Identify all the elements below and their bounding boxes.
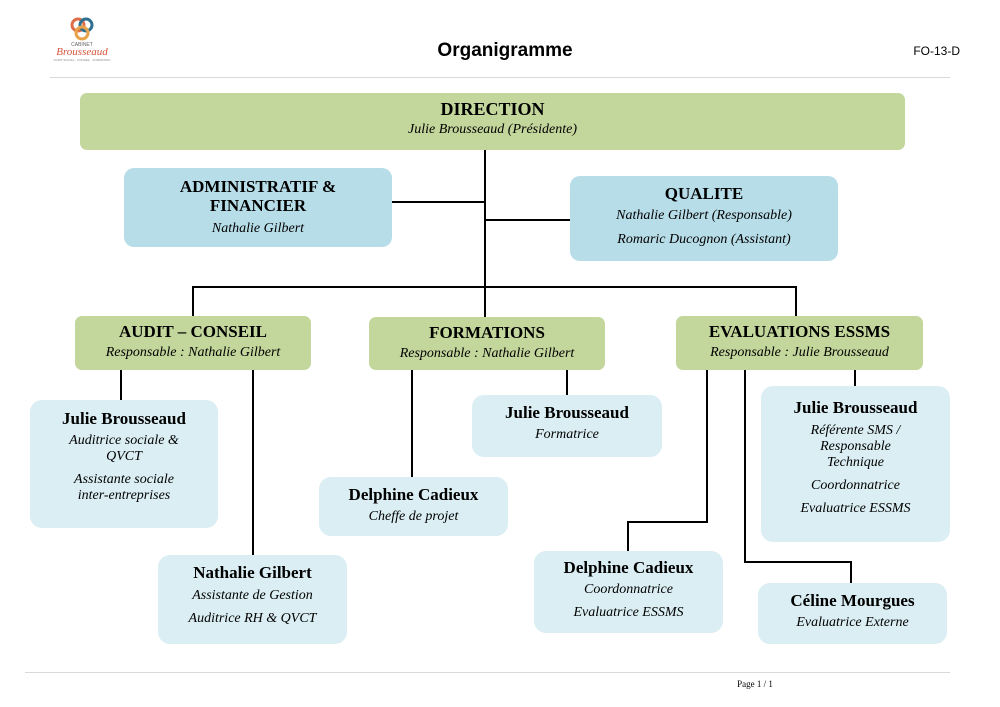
member-role: Référente SMS / [810,423,901,438]
connector-audit-member1 [120,370,122,400]
direction-box: DIRECTION Julie Brousseaud (Présidente) [80,93,905,150]
member-card: Delphine Cadieux Cheffe de projet [319,477,508,536]
member-role: Cheffe de projet [368,509,459,524]
evaluations-title: EVALUATIONS ESSMS [708,322,891,341]
admin-title-line2: FINANCIER [209,196,307,215]
member-role: Responsable [820,439,891,454]
audit-title: AUDIT – CONSEIL [118,322,267,341]
logo-top-text: CABINET [71,42,93,48]
member-role: Evaluatrice Externe [796,615,909,630]
connector-qualite [485,219,571,221]
member-card: Céline Mourgues Evaluatrice Externe [758,583,947,644]
member-role: Assistante de Gestion [192,588,313,603]
qualite-box: QUALITE Nathalie Gilbert (Responsable) R… [570,176,838,261]
connector-formations-member2 [411,370,413,477]
member-card: Julie Brousseaud Référente SMS / Respons… [761,386,950,542]
connector-audit-drop [192,286,194,316]
connector-evaluations-member1 [854,370,856,386]
header-divider [50,77,950,78]
member-role: inter-entreprises [77,488,171,503]
formations-responsible: Responsable : Nathalie Gilbert [399,346,575,361]
connector-evaluations-member3-vertical [744,370,746,562]
connector-evaluations-member2-vertical [706,370,708,523]
member-card: Julie Brousseaud Formatrice [472,395,662,457]
evaluations-essms-box: EVALUATIONS ESSMS Responsable : Julie Br… [676,316,923,370]
connector-departments-bar [192,286,797,288]
direction-title: DIRECTION [440,99,545,119]
member-card: Delphine Cadieux Coordonnatrice Evaluatr… [534,551,723,633]
audit-conseil-box: AUDIT – CONSEIL Responsable : Nathalie G… [75,316,311,370]
member-role: Technique [826,455,885,470]
connector-evaluations-member2-horizontal [627,521,708,523]
member-role: Evaluatrice ESSMS [573,605,684,620]
logo-sub-text: AUDIT SOCIAL · CONSEIL · FORMATION [54,58,111,62]
member-name: Julie Brousseaud [62,409,186,428]
connector-direction-trunk [484,149,486,287]
evaluations-responsible: Responsable : Julie Brousseaud [710,345,889,360]
connector-audit-member2 [252,370,254,556]
member-name: Céline Mourgues [790,591,915,610]
member-name: Nathalie Gilbert [193,563,312,582]
qualite-title: QUALITE [664,184,744,203]
qualite-line1: Nathalie Gilbert (Responsable) [616,208,792,223]
admin-person: Nathalie Gilbert [211,221,305,236]
formations-box: FORMATIONS Responsable : Nathalie Gilber… [369,317,605,370]
connector-evaluations-drop [795,286,797,316]
company-logo: CABINET Brousseaud AUDIT SOCIAL · CONSEI… [52,15,112,65]
member-role: Coordonnatrice [811,478,900,493]
member-card: Julie Brousseaud Auditrice sociale & QVC… [30,400,218,528]
member-role: Formatrice [535,427,599,442]
member-role: Evaluatrice ESSMS [800,501,911,516]
member-card: Nathalie Gilbert Assistante de Gestion A… [158,555,347,644]
member-role: Coordonnatrice [584,582,673,597]
member-role: QVCT [106,449,142,464]
member-name: Julie Brousseaud [793,398,918,417]
connector-evaluations-member2-drop [627,521,629,551]
connector-admin [391,201,485,203]
footer-divider [25,672,950,673]
member-role: Assistante sociale [74,472,174,487]
qualite-line2: Romaric Ducognon (Assistant) [617,232,791,247]
member-name: Delphine Cadieux [563,558,694,577]
member-name: Julie Brousseaud [505,403,629,422]
connector-formations-drop [484,286,486,317]
logo-brand-text: Brousseaud [56,46,108,58]
page-title: Organigramme [437,40,573,61]
member-role: Auditrice RH & QVCT [188,611,317,626]
admin-finance-box: ADMINISTRATIF & FINANCIER Nathalie Gilbe… [124,168,392,247]
connector-evaluations-member3-horizontal [744,561,852,563]
document-code: FO-13-D [913,44,960,58]
member-role: Auditrice sociale & [69,433,179,448]
page-number: Page 1 / 1 [737,679,773,689]
connector-formations-member1 [566,370,568,395]
connector-evaluations-member3-drop [850,561,852,583]
member-name: Delphine Cadieux [348,485,479,504]
direction-person: Julie Brousseaud (Présidente) [408,122,577,137]
formations-title: FORMATIONS [429,323,545,342]
audit-responsible: Responsable : Nathalie Gilbert [105,345,281,360]
admin-title-line1: ADMINISTRATIF & [179,177,337,196]
